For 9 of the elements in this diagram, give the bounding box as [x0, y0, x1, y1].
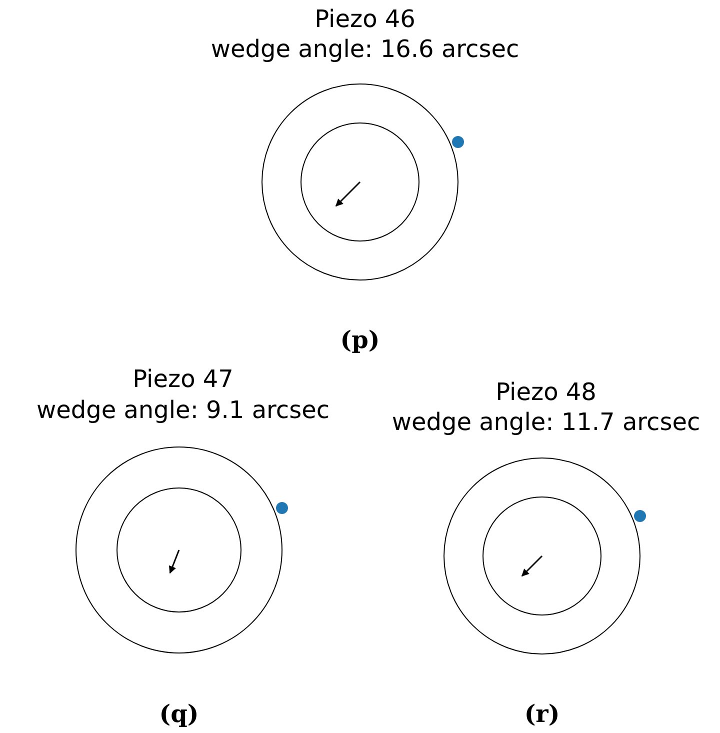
- panel-title: Piezo 46: [314, 5, 416, 33]
- subfigure-label: (r): [524, 700, 560, 728]
- subfigure-label: (p): [340, 326, 380, 354]
- subfigure-label: (q): [159, 700, 199, 728]
- panel-title: wedge angle: 9.1 arcsec: [36, 396, 330, 424]
- panel-title: wedge angle: 11.7 arcsec: [392, 408, 700, 436]
- panel-title: Piezo 48: [496, 378, 596, 406]
- panel-title: Piezo 47: [132, 365, 234, 393]
- panel-title: wedge angle: 16.6 arcsec: [210, 35, 520, 63]
